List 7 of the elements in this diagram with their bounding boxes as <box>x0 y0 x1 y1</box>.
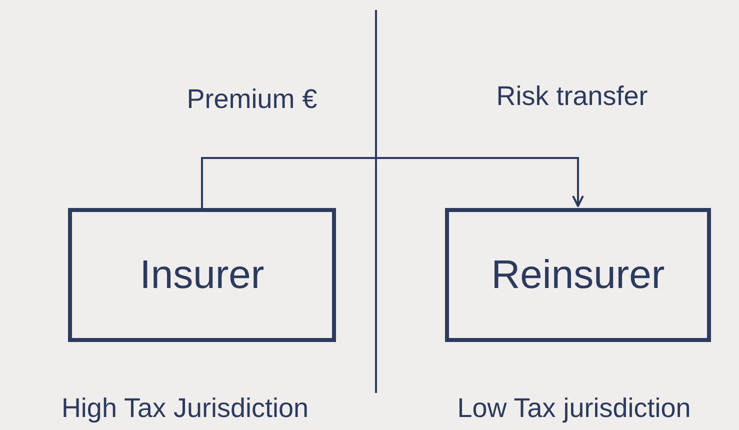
entity-box: Reinsurer <box>445 208 711 342</box>
region-label: High Tax Jurisdiction <box>61 393 309 424</box>
entity-box: Insurer <box>68 208 336 342</box>
arrow <box>201 157 584 208</box>
region-label: Low Tax jurisdiction <box>457 393 691 424</box>
flow-label: Premium € <box>186 84 318 115</box>
flow-label: Risk transfer <box>496 81 648 112</box>
